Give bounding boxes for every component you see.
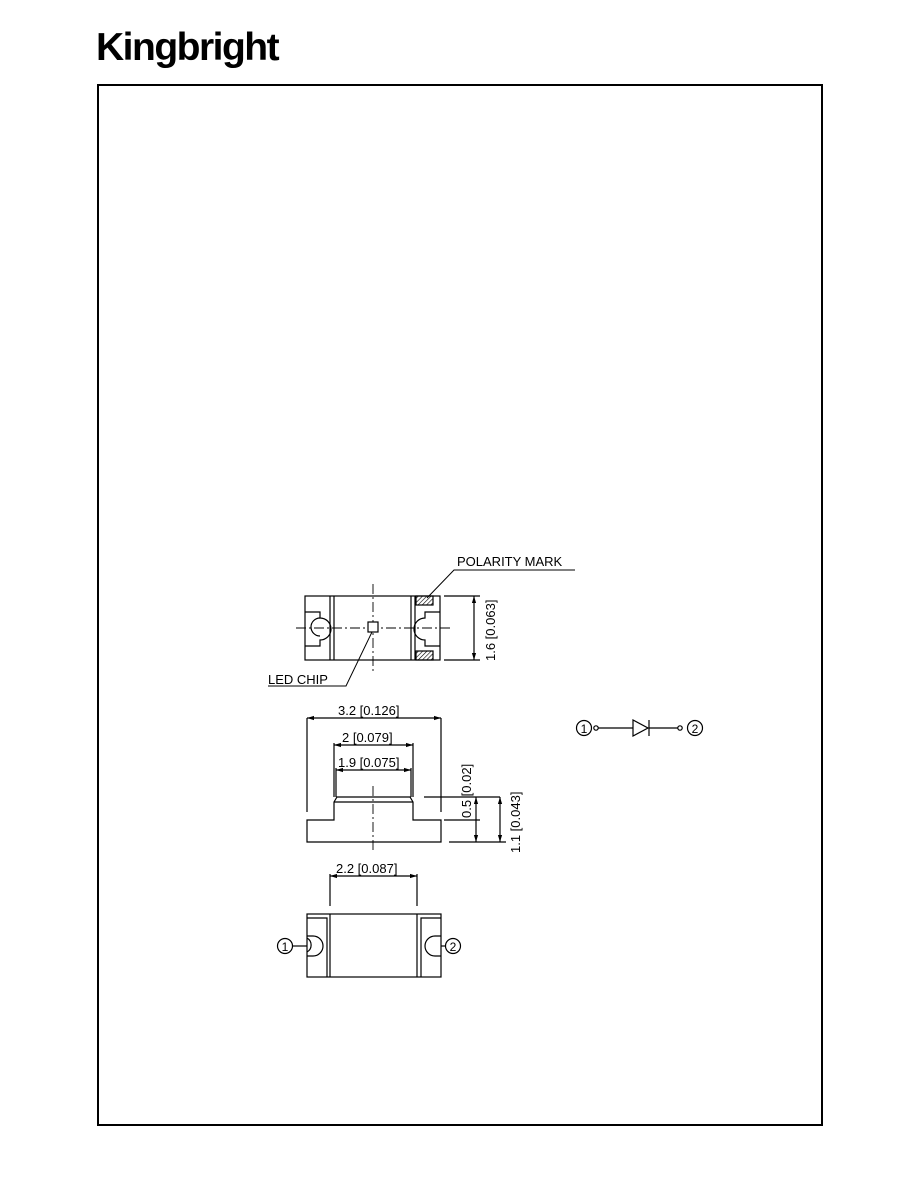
total-height-dimension-label: 1.1 [0.043] — [508, 792, 523, 853]
schematic-pin1-label: 1 — [581, 722, 588, 736]
pad-spacing-dimension-label: 2.2 [0.087] — [336, 861, 397, 876]
drawing-frame — [97, 84, 823, 1126]
inner-dimension-label: 2 [0.079] — [342, 730, 393, 745]
bottom-view — [276, 873, 462, 978]
polarity-mark-label: POLARITY MARK — [457, 554, 563, 569]
diode-schematic — [575, 719, 704, 737]
side-view-body — [306, 796, 442, 843]
pin1-label: 1 — [282, 940, 289, 954]
polarity-mark-top — [415, 595, 434, 606]
lens-height-dimension-label: 0.5 [0.02] — [459, 764, 474, 818]
top-view — [268, 569, 575, 687]
brand-logo: Kingbright — [96, 26, 280, 69]
side-view — [306, 715, 506, 852]
diode-symbol — [632, 719, 650, 737]
height-dimension-label: 1.6 [0.063] — [483, 600, 498, 661]
pin1-marker — [276, 937, 294, 955]
schematic-pin2-label: 2 — [692, 722, 699, 736]
length-dimension-label: 3.2 [0.126] — [338, 703, 399, 718]
led-chip — [367, 621, 379, 633]
polarity-mark-bottom — [415, 650, 434, 661]
led-chip-label: LED CHIP — [268, 672, 328, 687]
lens-dimension-label: 1.9 [0.075] — [338, 755, 399, 770]
pin2-marker — [444, 937, 462, 955]
pin2-label: 2 — [450, 940, 457, 954]
